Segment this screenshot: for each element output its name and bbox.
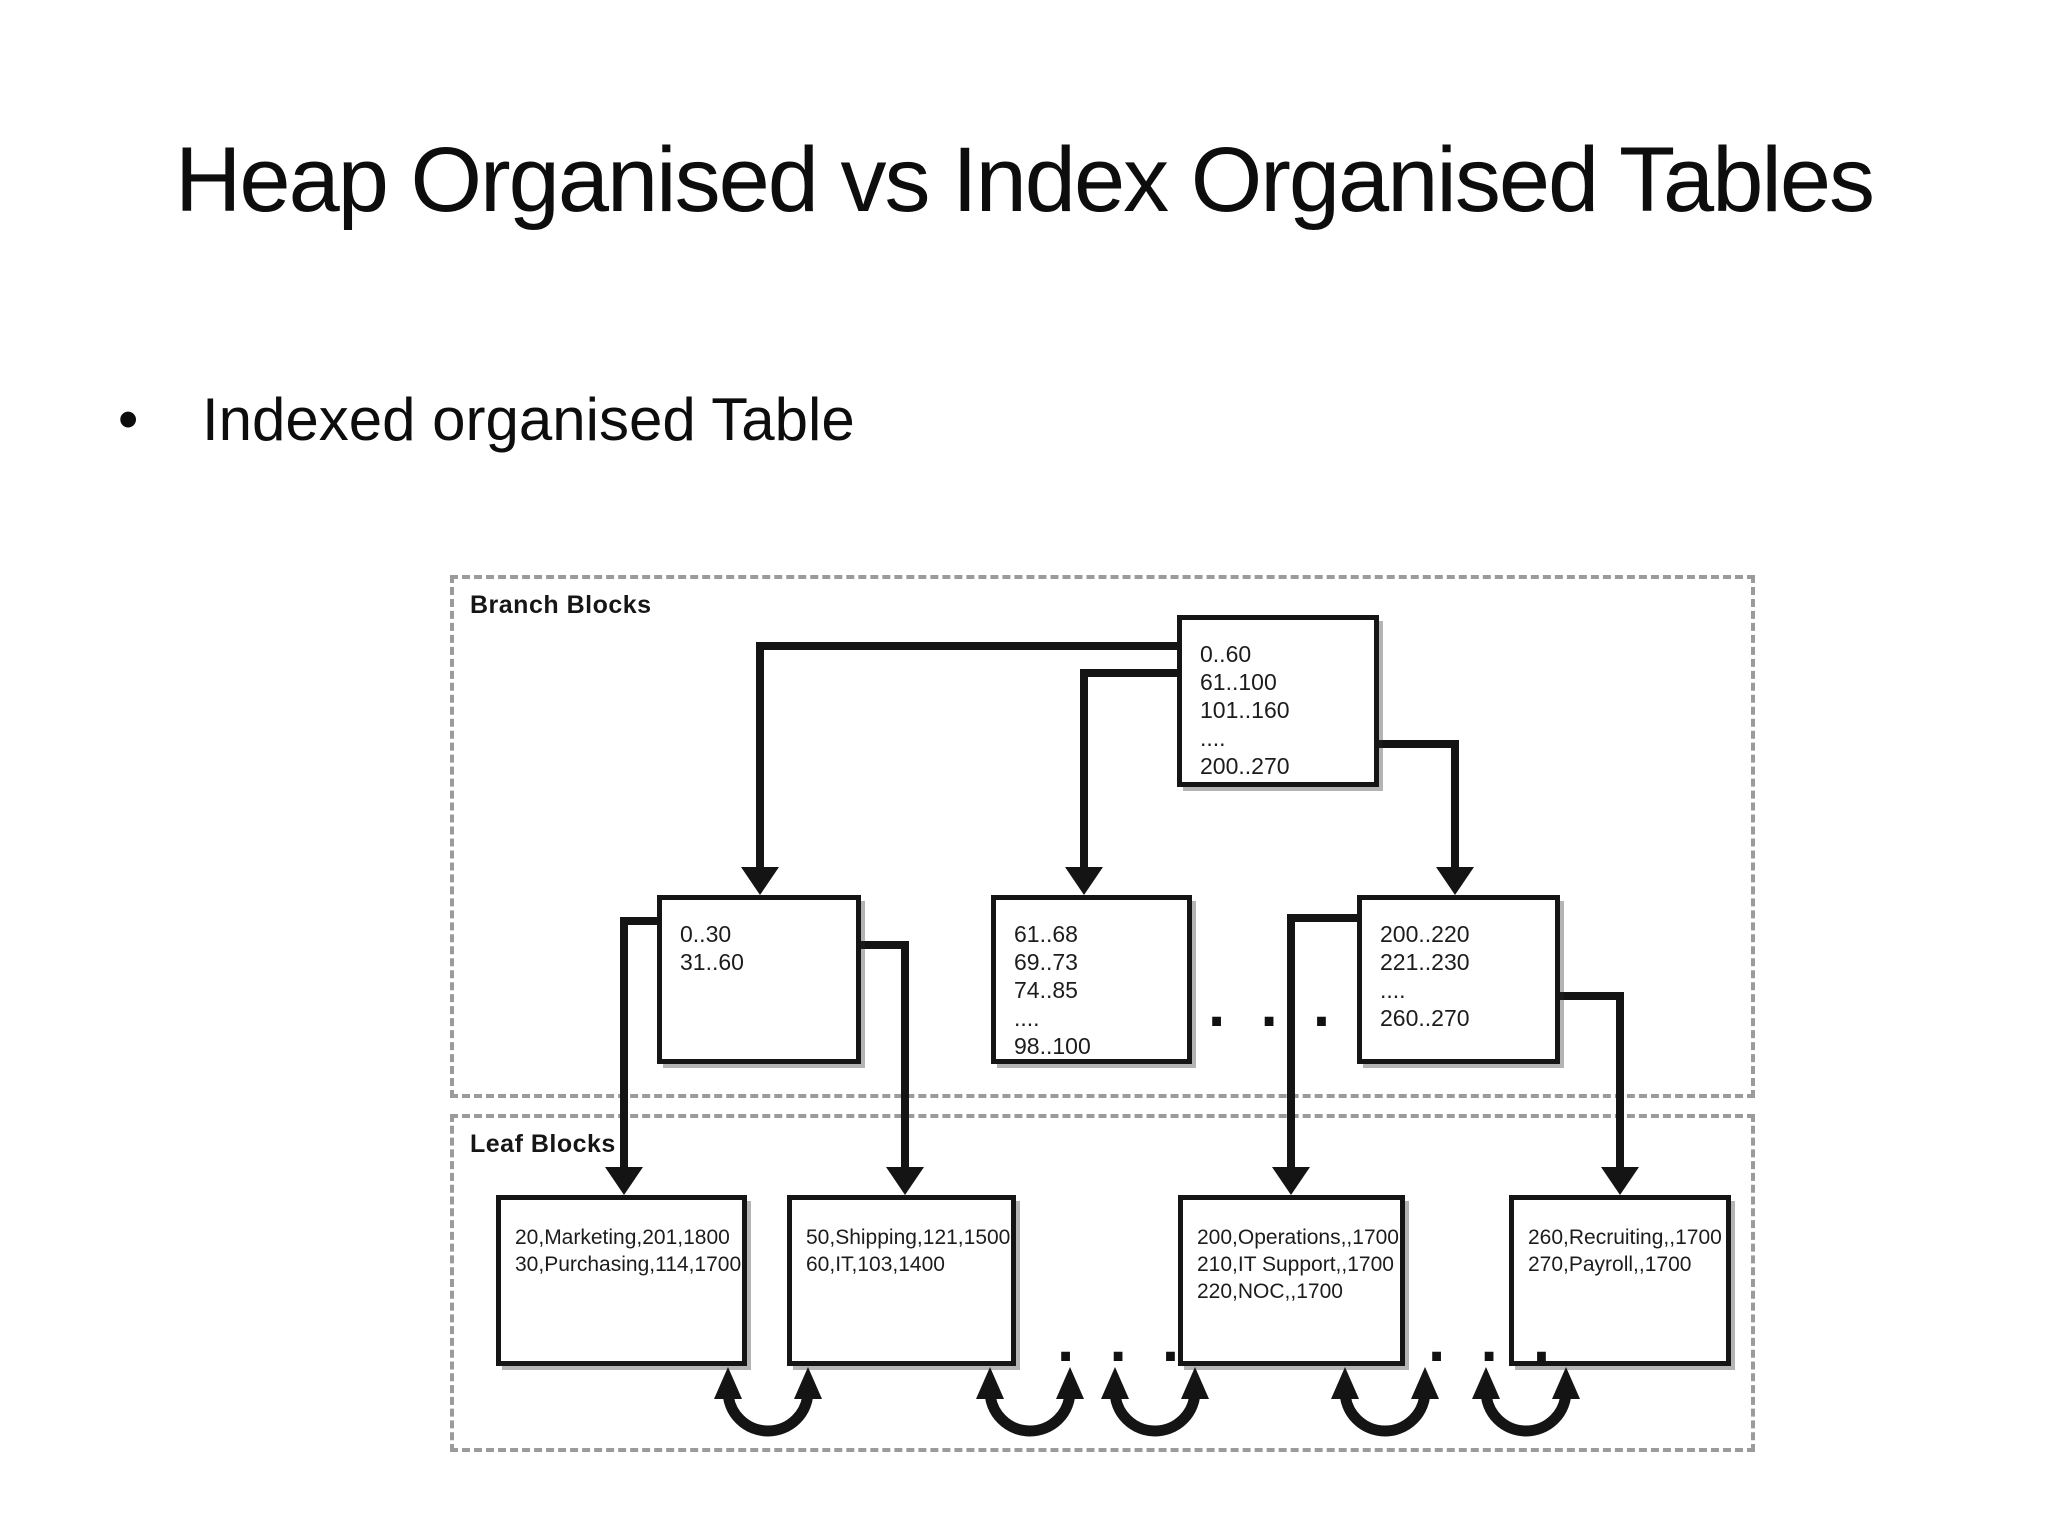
branch-block-1-text: 0..30 31..60	[680, 921, 744, 975]
arrow-branch-left-to-leaf-2	[861, 941, 905, 949]
arrow-root-to-branch-right	[1451, 740, 1459, 869]
leaf-link-arc-2	[976, 1367, 1084, 1437]
leaf-block-2-text: 50,Shipping,121,1500 60,IT,103,1400	[806, 1226, 1011, 1276]
arrow-branch-right-to-leaf-4	[1560, 992, 1620, 1000]
arrow-branch-right-to-leaf-4	[1616, 992, 1624, 1169]
arrowhead-icon	[1065, 867, 1103, 895]
branch-block-2: 61..68 69..73 74..85 .... 98..100	[991, 895, 1192, 1064]
leaf-ellipsis-1: . . .	[1057, 1306, 1189, 1375]
arrowhead-icon	[1601, 1167, 1639, 1195]
bullet-item: • Indexed organised Table	[118, 384, 855, 456]
arrowhead-icon	[1272, 1167, 1310, 1195]
branch-block-1: 0..30 31..60	[657, 895, 861, 1064]
leaf-block-1-text: 20,Marketing,201,1800 30,Purchasing,114,…	[515, 1226, 742, 1276]
root-branch-block: 0..60 61..100 101..160 .... 200..270	[1177, 615, 1379, 787]
leaf-blocks-region: Leaf Blocks	[450, 1114, 1755, 1452]
arrowhead-icon	[741, 867, 779, 895]
leaf-link-arc-1	[714, 1367, 822, 1437]
arrow-branch-left-to-leaf-1	[620, 917, 628, 1169]
branch-blocks-label: Branch Blocks	[470, 591, 652, 619]
arrow-branch-right-to-leaf-3	[1291, 914, 1357, 922]
branch-blocks-region: Branch Blocks	[450, 575, 1755, 1098]
arrow-branch-right-to-leaf-3	[1287, 914, 1295, 1169]
branch-ellipsis: . . .	[1208, 971, 1340, 1040]
leaf-ellipsis-2: . . .	[1428, 1306, 1560, 1375]
arrowhead-icon	[886, 1167, 924, 1195]
bullet-icon: •	[118, 387, 139, 452]
arrow-root-to-branch-middle	[1080, 669, 1088, 869]
leaf-block-3: 200,Operations,,1700 210,IT Support,,170…	[1178, 1195, 1405, 1366]
leaf-block-1: 20,Marketing,201,1800 30,Purchasing,114,…	[496, 1195, 747, 1366]
leaf-block-2: 50,Shipping,121,1500 60,IT,103,1400	[787, 1195, 1016, 1366]
branch-block-2-text: 61..68 69..73 74..85 .... 98..100	[1014, 921, 1091, 1059]
arrow-root-to-branch-left	[756, 642, 764, 869]
leaf-block-4-text: 260,Recruiting,,1700 270,Payroll,,1700	[1528, 1226, 1722, 1276]
page-title: Heap Organised vs Index Organised Tables	[174, 129, 1875, 231]
root-branch-block-text: 0..60 61..100 101..160 .... 200..270	[1200, 641, 1290, 779]
arrowhead-icon	[1436, 867, 1474, 895]
leaf-blocks-label: Leaf Blocks	[470, 1130, 616, 1158]
leaf-block-3-text: 200,Operations,,1700 210,IT Support,,170…	[1197, 1226, 1399, 1303]
leaf-link-arc-3	[1101, 1367, 1209, 1437]
branch-block-3: 200..220 221..230 .... 260..270	[1357, 895, 1560, 1064]
branch-block-3-text: 200..220 221..230 .... 260..270	[1380, 921, 1470, 1031]
leaf-link-arc-4	[1331, 1367, 1439, 1437]
arrowhead-icon	[605, 1167, 643, 1195]
arrow-root-to-branch-left	[760, 642, 1177, 650]
arrow-branch-left-to-leaf-1	[624, 917, 657, 925]
arrow-root-to-branch-right	[1379, 740, 1455, 748]
leaf-block-4: 260,Recruiting,,1700 270,Payroll,,1700	[1509, 1195, 1731, 1366]
leaf-link-arc-5	[1472, 1367, 1580, 1437]
bullet-text: Indexed organised Table	[202, 386, 855, 453]
arrow-root-to-branch-middle	[1084, 669, 1177, 677]
arrow-branch-left-to-leaf-2	[901, 941, 909, 1169]
